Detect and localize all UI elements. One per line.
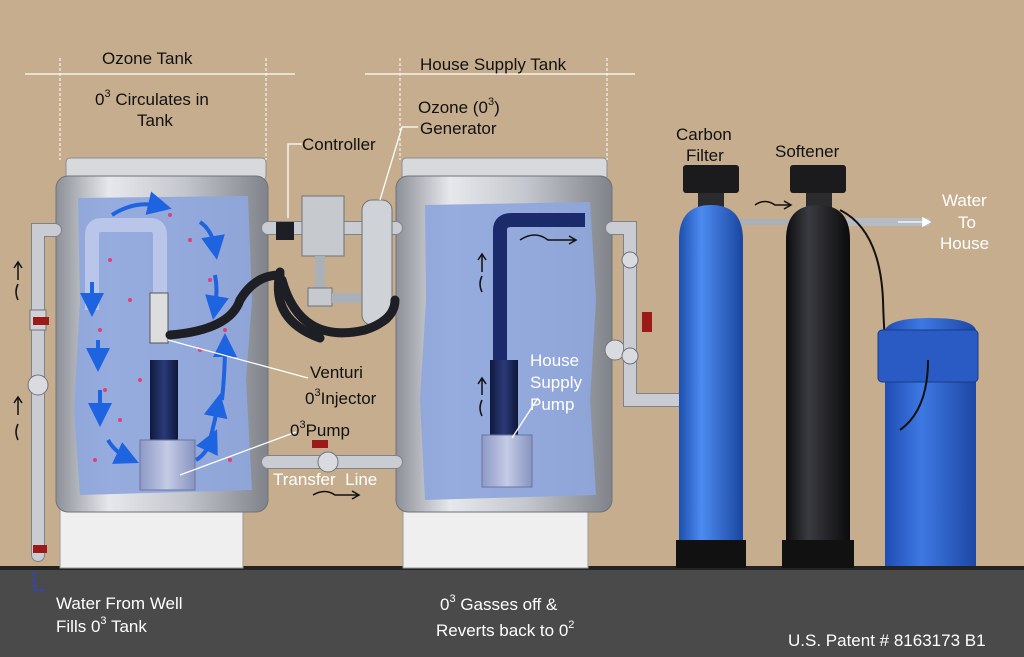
carbon-filter-label: Carbon xyxy=(676,125,732,144)
well-inlet-plumbing xyxy=(27,223,62,591)
ozone-tank-base xyxy=(59,504,244,569)
flow-arrow-icon xyxy=(80,191,237,464)
venturi-label: Venturi xyxy=(310,363,363,382)
venturi-body xyxy=(307,287,333,307)
house-supply-pump xyxy=(481,434,533,488)
house-supply-tank-label: House Supply Tank xyxy=(420,55,567,74)
ozone-return-pipe xyxy=(85,218,167,340)
injector-label: 03Injector xyxy=(305,387,377,408)
reverts-label: Reverts back to 02 xyxy=(436,619,574,640)
house-supply-tank xyxy=(395,157,626,569)
controller-plug xyxy=(276,222,294,240)
house-pump-label-line3: Pump xyxy=(530,395,574,414)
controller-box xyxy=(301,195,345,257)
ozone-generator xyxy=(361,199,393,326)
carbon-filter xyxy=(676,165,746,568)
valve-handle-icon xyxy=(33,317,49,325)
squiggle-arrow-icon xyxy=(13,200,793,500)
ozone-pump-motor xyxy=(150,360,178,450)
controller-generator-assembly xyxy=(261,195,403,473)
circulates-label: 03 Circulates in xyxy=(95,88,209,109)
ozone-tank-label: Ozone Tank xyxy=(102,49,193,68)
water-to-house-label-line3: House xyxy=(940,234,989,253)
carbon-filter-label-line2: Filter xyxy=(686,146,724,165)
house-pump-label-line2: Supply xyxy=(530,373,582,392)
ozone-tank xyxy=(55,157,285,569)
house-tank-water xyxy=(420,202,596,500)
injector-hose xyxy=(165,270,285,340)
ozone-pump xyxy=(139,439,196,491)
dimension-lines xyxy=(25,58,635,160)
brine-tank xyxy=(877,318,979,566)
house-pump-label: House xyxy=(530,351,579,370)
gasses-off-label: 03 Gasses off & xyxy=(440,593,558,614)
floor xyxy=(0,568,1024,657)
water-from-well-label: Water From Well xyxy=(56,594,183,613)
water-to-house-label-line2: To xyxy=(958,213,976,232)
circulates-label-line2: Tank xyxy=(137,111,173,130)
transfer-line-label: Transfer Line xyxy=(273,470,377,489)
controller-label: Controller xyxy=(302,135,376,154)
ozone-pump-label: 03Pump xyxy=(290,419,350,440)
house-supply-pipe xyxy=(493,213,585,380)
generator-label: Ozone (03) xyxy=(418,96,500,117)
generator-label-line2: Generator xyxy=(420,119,497,138)
callout-lines xyxy=(167,126,932,476)
fills-tank-label: Fills 03 Tank xyxy=(56,615,147,636)
softener-label: Softener xyxy=(775,142,840,161)
water-to-house-label: Water xyxy=(942,191,987,210)
patent-label: U.S. Patent # 8163173 B1 xyxy=(788,631,986,650)
softener xyxy=(782,165,901,568)
